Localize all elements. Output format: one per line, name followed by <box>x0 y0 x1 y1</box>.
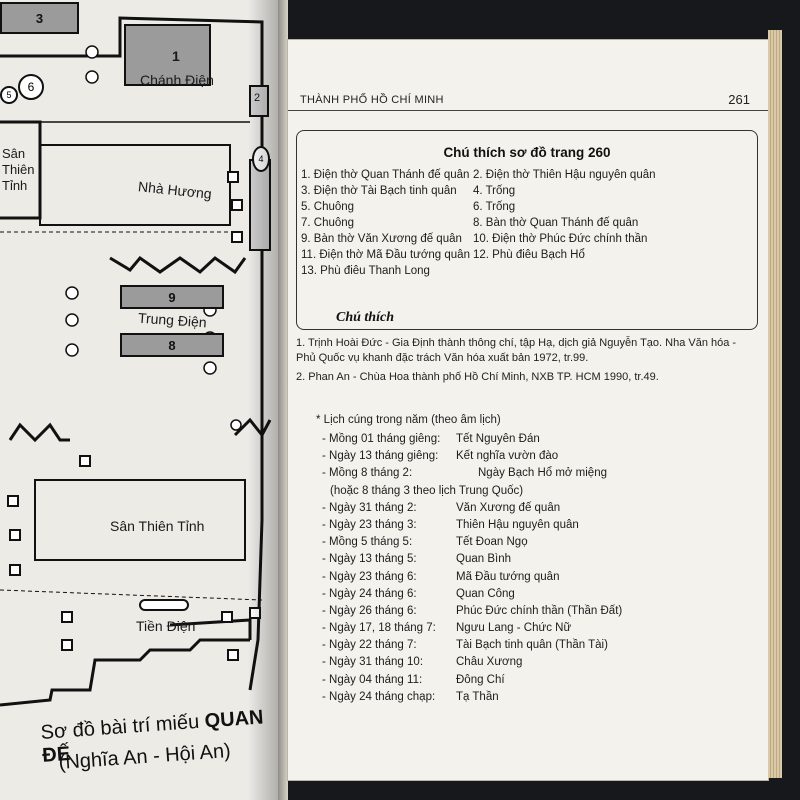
calendar-event: Đông Chí <box>456 673 505 686</box>
running-head: THÀNH PHỐ HỒ CHÍ MINH <box>300 94 444 106</box>
calendar-date: - Ngày 26 tháng 6: <box>322 604 417 617</box>
calendar-date: - Ngày 04 tháng 11: <box>322 673 423 686</box>
box-2-label: 2 <box>254 92 260 104</box>
note-item: 1. Trịnh Hoài Đức - Gia Định thành thông… <box>296 337 737 364</box>
box-9: 9 <box>120 285 224 309</box>
legend-item: 10. Điện thờ Phúc Đức chính thần <box>473 233 648 245</box>
calendar-row: - Ngày 04 tháng 11: Đông Chí <box>322 674 742 691</box>
header-rule <box>288 110 768 111</box>
book-gutter <box>278 0 288 800</box>
legend-item: 3. Điện thờ Tài Bạch tinh quân <box>301 185 457 197</box>
calendar-event: Ngưu Lang - Chức Nữ <box>456 622 572 635</box>
legend-item: 11. Điện thờ Mã Đầu tướng quân <box>301 249 470 261</box>
calendar-row: - Mồng 01 tháng giêng: Tết Nguyên Đán <box>322 433 742 450</box>
legend-item: 2. Điện thờ Thiên Hậu nguyên quân <box>473 169 656 181</box>
calendar-date: - Mồng 8 tháng 2: <box>322 467 413 480</box>
circle-5: 5 <box>0 86 18 104</box>
calendar-event: Châu Xương <box>456 656 523 669</box>
book-page-edges <box>768 30 782 778</box>
legend-item: 4. Trống <box>473 185 516 197</box>
label-chanh-dien: Chánh Điện <box>140 72 214 88</box>
calendar-event: Phúc Đức chính thần (Thần Đất) <box>456 604 623 617</box>
calendar-event: Kết nghĩa vườn đào <box>456 450 559 463</box>
label-tien-dien: Tiền Điện <box>136 618 196 634</box>
calendar-date: - Ngày 31 tháng 2: <box>322 501 417 514</box>
left-page-floor-plan: 3 1 2 9 8 6 5 4 Chánh Điện Nhà Hương Sân… <box>0 0 279 800</box>
calendar-row: - Ngày 17, 18 tháng 7: Ngưu Lang - Chức N… <box>322 622 742 639</box>
circle-6: 6 <box>18 74 44 100</box>
legend-title: Chú thích sơ đồ trang 260 <box>443 145 611 160</box>
calendar-row: - Ngày 26 tháng 6: Phúc Đức chính thần (T… <box>322 605 742 622</box>
legend-item: 7. Chuông <box>301 217 355 229</box>
legend-item: 1. Điện thờ Quan Thánh đế quân <box>301 169 470 181</box>
calendar-date: - Mồng 5 tháng 5: <box>322 536 413 549</box>
calendar-row: - Ngày 22 tháng 7: Tài Bạch tinh quân (Th… <box>322 639 742 656</box>
calendar-list: - Mồng 01 tháng giêng: Tết Nguyên Đán - N… <box>322 433 742 708</box>
calendar-date: - Ngày 23 tháng 3: <box>322 518 417 531</box>
box-8: 8 <box>120 333 224 357</box>
legend-item: 13. Phù điêu Thanh Long <box>301 265 430 277</box>
page-number: 261 <box>728 92 750 107</box>
calendar-row: - Ngày 13 tháng 5: Quan Bình <box>322 553 742 570</box>
label-san-thien-tinh-left: Sân Thiên Tỉnh <box>2 146 35 193</box>
calendar-event: Văn Xương đế quân <box>456 501 561 514</box>
calendar-row: - Ngày 31 tháng 10: Châu Xương <box>322 656 742 673</box>
calendar-date: - Ngày 24 tháng 6: <box>322 587 417 600</box>
calendar-row: - Mồng 5 tháng 5: Tết Đoan Ngọ <box>322 536 742 553</box>
calendar-date: - Mồng 01 tháng giêng: <box>322 433 441 445</box>
calendar-date: - Ngày 17, 18 tháng 7: <box>322 622 436 635</box>
notes-title: Chú thích <box>336 310 394 325</box>
calendar-row: - Ngày 23 tháng 6: Mã Đầu tướng quân <box>322 571 742 588</box>
calendar-row: - Ngày 13 tháng giêng: Kết nghĩa vườn đào <box>322 450 742 467</box>
label-san-thien-tinh: Sân Thiên Tỉnh <box>110 518 205 534</box>
calendar-row: - Ngày 24 tháng chạp: Tạ Thần <box>322 691 742 708</box>
legend-item: 12. Phù điêu Bạch Hổ <box>473 249 585 261</box>
calendar-date: - Ngày 13 tháng 5: <box>322 553 417 566</box>
legend-box: Chú thích sơ đồ trang 260 1. Điện thờ Qu… <box>296 130 758 330</box>
box-3: 3 <box>0 2 79 34</box>
altar-box-1 <box>124 24 211 86</box>
circle-4: 4 <box>252 146 270 172</box>
calendar-row: - Ngày 31 tháng 2: Văn Xương đế quân <box>322 502 742 519</box>
calendar-row: - Ngày 23 tháng 3: Thiên Hậu nguyên quân <box>322 519 742 536</box>
calendar-event: Thiên Hậu nguyên quân <box>456 518 579 531</box>
calendar-date: - Ngày 23 tháng 6: <box>322 570 417 583</box>
box-1-label: 1 <box>172 48 180 64</box>
calendar-date: - Ngày 31 tháng 10: <box>322 656 424 669</box>
calendar-event: Tết Đoan Ngọ <box>456 536 528 549</box>
calendar-event: Mã Đầu tướng quân <box>456 570 560 583</box>
calendar-event: Ngày Bạch Hổ mở miệng <box>478 467 607 480</box>
right-page: THÀNH PHỐ HỒ CHÍ MINH 261 Chú thích sơ đ… <box>288 40 768 780</box>
calendar-row: - Mồng 8 tháng 2: Ngày Bạch Hổ mở miệng <box>322 467 742 484</box>
legend-item: 8. Bàn thờ Quan Thánh đế quân <box>473 217 639 229</box>
notes: 1. Trịnh Hoài Đức - Gia Định thành thông… <box>296 336 756 389</box>
calendar-date: - Ngày 13 tháng giêng: <box>322 450 439 463</box>
calendar-date: - Ngày 22 tháng 7: <box>322 639 417 652</box>
note-item: 2. Phan An - Chùa Hoa thành phố Hồ Chí M… <box>296 371 659 383</box>
calendar-row: - Ngày 24 tháng 6: Quan Công <box>322 588 742 605</box>
calendar-event: Quan Công <box>456 587 515 600</box>
calendar-heading: * Lịch cúng trong năm (theo âm lịch) <box>316 414 501 426</box>
calendar-event: Quan Bình <box>456 553 511 566</box>
calendar-date: - Ngày 24 tháng chạp: <box>322 690 436 703</box>
legend-grid: 1. Điện thờ Quan Thánh đế quân 2. Điện t… <box>301 169 757 277</box>
calendar-note: (hoặc 8 tháng 3 theo lịch Trung Quốc) <box>330 484 524 497</box>
legend-item: 5. Chuông <box>301 201 355 213</box>
calendar-event: Tài Bạch tinh quân (Thần Tài) <box>456 639 608 652</box>
page-shadow <box>248 0 278 800</box>
calendar-event: Tết Nguyên Đán <box>456 433 540 445</box>
floor-plan-drawing <box>0 16 272 707</box>
calendar-event: Tạ Thần <box>456 690 499 703</box>
legend-item: 9. Bàn thờ Văn Xương đế quân <box>301 233 462 245</box>
legend-item: 6. Trống <box>473 201 516 213</box>
